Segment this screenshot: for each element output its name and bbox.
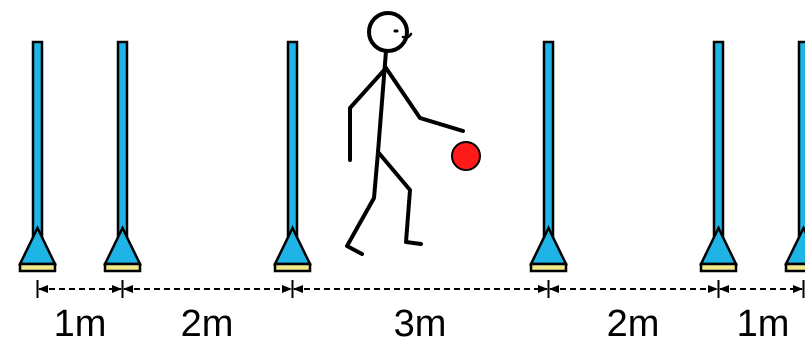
ball-icon bbox=[451, 141, 481, 171]
pole-3 bbox=[273, 40, 312, 273]
stick-figure-icon bbox=[345, 11, 465, 256]
gap-4-label: 2m bbox=[607, 303, 660, 344]
pole-6 bbox=[784, 40, 805, 273]
pole-4 bbox=[529, 40, 568, 273]
dimension-line bbox=[36, 280, 805, 298]
gap-2-label: 2m bbox=[181, 303, 234, 344]
pole-2 bbox=[103, 40, 142, 273]
gap-5-label: 1m bbox=[737, 303, 790, 344]
gap-3-label: 3m bbox=[394, 303, 447, 344]
gap-1-label: 1m bbox=[54, 303, 107, 344]
pole-5 bbox=[699, 40, 738, 273]
pole-1 bbox=[18, 40, 57, 273]
